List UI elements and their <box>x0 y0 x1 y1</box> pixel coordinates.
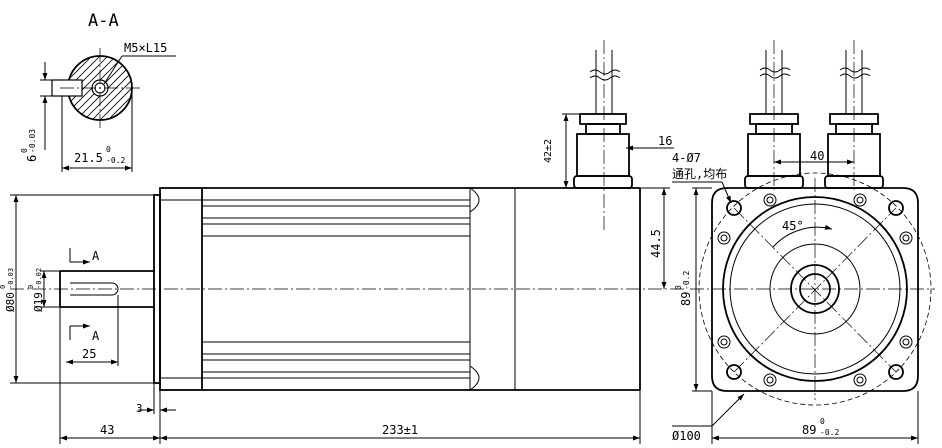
flange-thickness-dim: 3 <box>136 402 143 415</box>
front-connector-left <box>744 40 804 190</box>
flange-dia-tol-upper: 0 <box>0 285 7 289</box>
height-tol-lower: -0.2 <box>682 271 691 290</box>
thread-note: M5×L15 <box>124 41 167 55</box>
section-mark-bottom: A <box>92 329 100 343</box>
width-dim: 89 <box>802 423 816 437</box>
front-connector-right <box>824 40 884 190</box>
center-height-dim: 44.5 <box>649 229 663 258</box>
height-tol-upper: 0 <box>674 285 683 290</box>
connector-height-dim: 42±2 <box>543 139 554 163</box>
key-length-dim: 25 <box>82 347 96 361</box>
side-connector <box>573 40 633 232</box>
flange-dia-tol-lower: -0.03 <box>7 268 15 289</box>
key-depth-tol-lower: -0.2 <box>106 156 125 165</box>
width-tol-lower: -0.2 <box>820 428 839 437</box>
motor-body <box>202 187 641 391</box>
pcd-dim: Ø100 <box>672 429 701 443</box>
side-view: 42±2 16 44.5 Ø80 0 -0.03 Ø19 0 -0.02 A <box>0 40 685 444</box>
holes-note: 4-Ø7 <box>672 151 701 165</box>
key-width-dim: 6 <box>25 155 39 162</box>
shaft-dia-tol-lower: -0.02 <box>35 268 43 289</box>
shaft-dia-dim: Ø19 <box>32 292 45 312</box>
shaft-length-dim: 43 <box>100 423 114 437</box>
connector-spacing-dim: 40 <box>810 149 824 163</box>
cover-screws <box>717 193 913 387</box>
hole-angle-dim: 45° <box>782 219 804 233</box>
key-width-tol-upper: 0 <box>20 148 29 153</box>
holes-note-2: 通孔,均布 <box>672 167 727 181</box>
height-dim: 89 <box>679 292 693 306</box>
key-depth-dim: 21.5 <box>74 151 103 165</box>
section-view-a-a: A-A M5×L15 <box>20 11 176 172</box>
shaft-key-slot <box>70 282 119 296</box>
section-mark-top: A <box>92 249 100 263</box>
key-depth-tol-upper: 0 <box>106 145 111 154</box>
connector-offset-dim: 16 <box>658 134 672 148</box>
mount-hole-tl <box>726 200 742 216</box>
shaft <box>59 270 155 308</box>
width-tol-upper: 0 <box>820 417 825 426</box>
mount-hole-tr <box>888 200 904 216</box>
section-title: A-A <box>88 11 119 31</box>
key-width-tol-lower: -0.03 <box>28 129 37 153</box>
body-length-dim: 233±1 <box>382 423 418 437</box>
shaft-dia-tol-upper: 0 <box>27 285 35 289</box>
mount-hole-bl <box>726 364 742 380</box>
front-view: 40 45° <box>672 40 935 444</box>
front-flange <box>159 187 203 391</box>
flange-dia-dim: Ø80 <box>4 292 17 312</box>
mount-hole-br <box>888 364 904 380</box>
square-flange <box>711 187 919 392</box>
